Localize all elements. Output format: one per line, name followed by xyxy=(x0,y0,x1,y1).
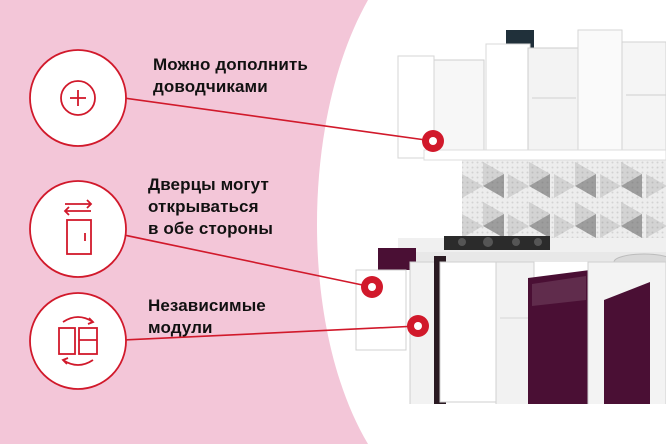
upper-cabinet-2 xyxy=(527,47,579,159)
feature-1-line-1: Можно дополнить xyxy=(153,55,308,74)
callout-line-3 xyxy=(123,325,419,341)
upper-door-open-3 xyxy=(577,29,623,159)
feature-circle-1 xyxy=(29,49,127,147)
modules-icon xyxy=(58,316,98,366)
feature-circle-2 xyxy=(29,180,127,278)
callout-line-2 xyxy=(123,234,373,288)
callout-line-1 xyxy=(123,97,434,142)
feature-label-3: Независимые модули xyxy=(148,295,266,339)
feature-1-line-2: доводчиками xyxy=(153,77,268,96)
gas-hob xyxy=(444,236,550,250)
base-door-open-2 xyxy=(439,261,499,403)
feature-2-line-2: открываться xyxy=(148,197,259,216)
marker-dot-3 xyxy=(407,315,429,337)
feature-3-line-1: Независимые xyxy=(148,296,266,315)
base-door-plum-2 xyxy=(604,282,650,414)
marker-dot-1 xyxy=(422,130,444,152)
feature-circle-3 xyxy=(29,292,127,390)
feature-2-line-1: Дверцы могут xyxy=(148,175,269,194)
upper-cabinet-3 xyxy=(621,41,666,159)
drawer-front xyxy=(378,248,416,270)
countertop xyxy=(400,250,666,262)
feature-3-line-2: модули xyxy=(148,318,213,337)
feature-2-line-3: в обе стороны xyxy=(148,219,274,238)
marker-dot-2 xyxy=(361,276,383,298)
plus-icon xyxy=(60,80,96,116)
feature-label-1: Можно дополнить доводчиками xyxy=(153,54,308,98)
door-swap-icon xyxy=(63,199,93,255)
base-door-plum xyxy=(528,270,590,414)
feature-label-2: Дверцы могут открываться в обе стороны xyxy=(148,174,273,240)
